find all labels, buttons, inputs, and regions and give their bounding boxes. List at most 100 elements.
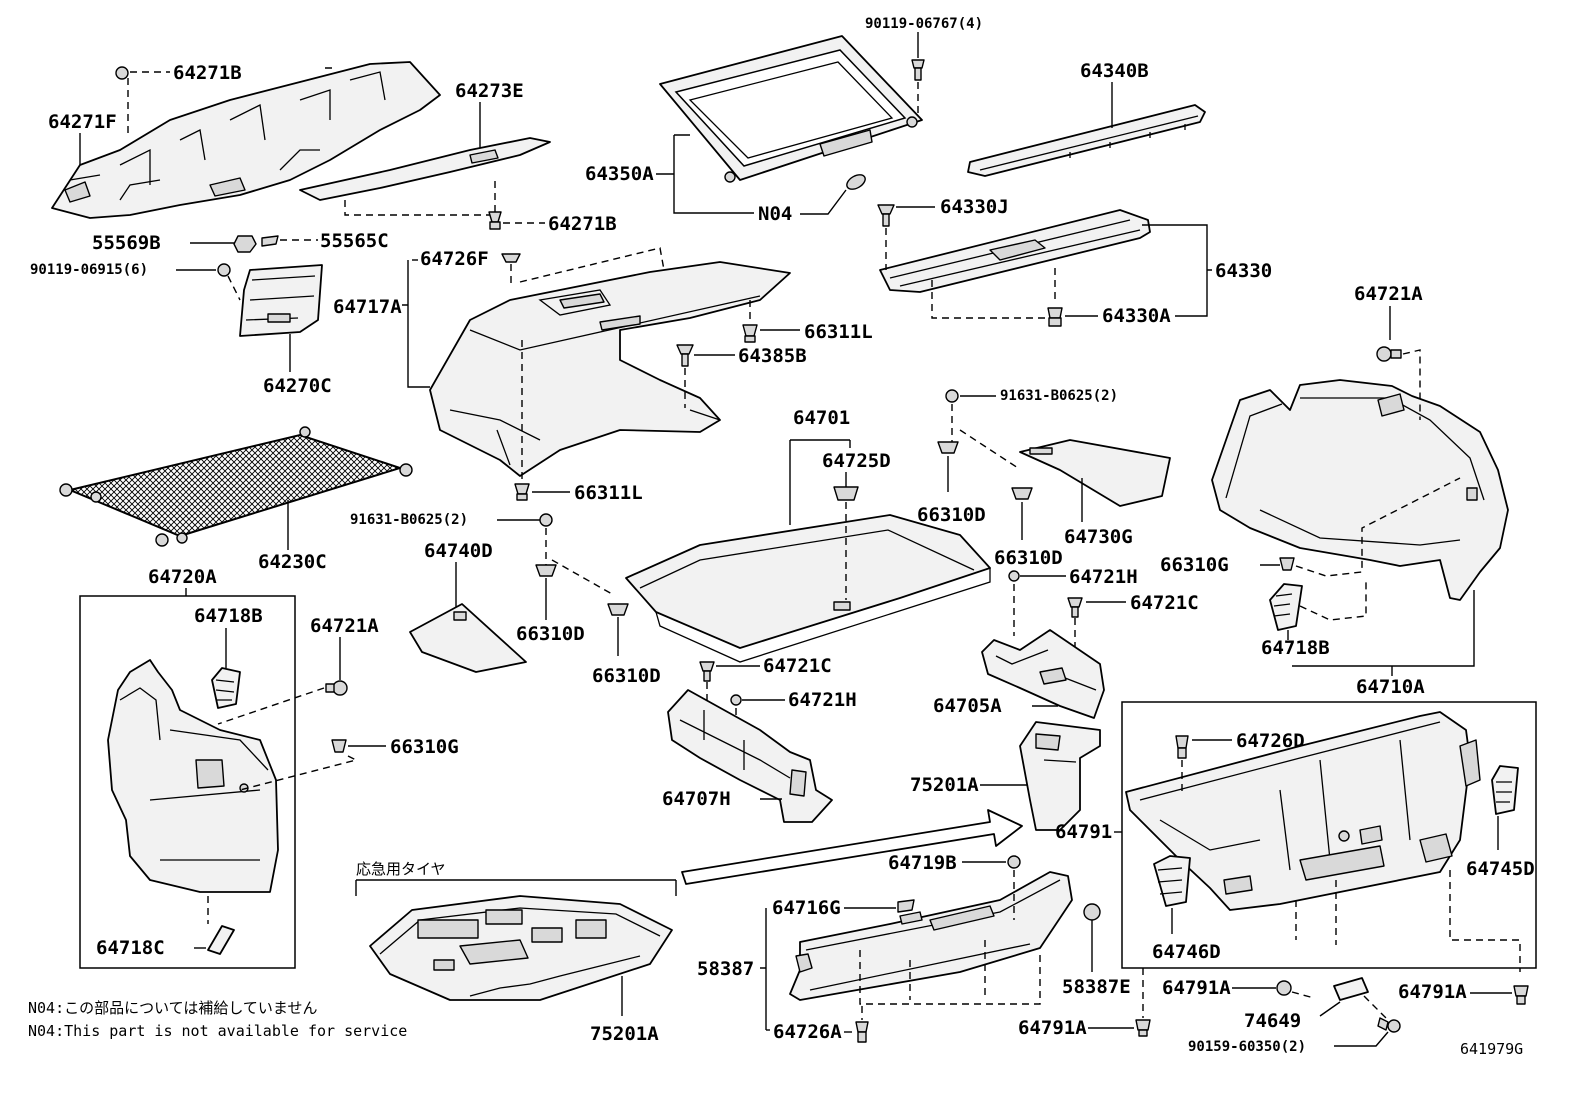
part-64271F-drawing xyxy=(51,61,441,219)
label-91631-B0625-a: 91631-B0625(2) xyxy=(350,512,468,528)
label-66310D-b: 66310D xyxy=(592,665,661,687)
part-64746D-drawing xyxy=(1153,855,1191,907)
label-55565C: 55565C xyxy=(320,230,389,252)
label-64707H: 64707H xyxy=(662,788,731,810)
part-64270C-drawing xyxy=(239,264,323,337)
clip-64791A-c-icon xyxy=(1135,1019,1151,1037)
clip-66311L-b-icon xyxy=(514,483,530,501)
label-64726D: 64726D xyxy=(1236,730,1305,752)
label-spare-tire: 応急用タイヤ xyxy=(356,860,446,878)
label-64270C: 64270C xyxy=(263,375,332,397)
label-64721H-b: 64721H xyxy=(788,689,857,711)
label-66310D-d: 66310D xyxy=(994,547,1063,569)
label-64725D: 64725D xyxy=(822,450,891,472)
label-64718B-left: 64718B xyxy=(194,605,263,627)
label-64719B: 64719B xyxy=(888,852,957,874)
label-66311L-a: 66311L xyxy=(804,321,873,343)
label-64271B-top: 64271B xyxy=(173,62,242,84)
clip-64726F-icon xyxy=(501,253,521,263)
part-64718B-right-drawing xyxy=(1269,583,1303,631)
clip-64721C-a-icon xyxy=(1067,597,1083,618)
part-64710A-drawing xyxy=(1211,379,1509,601)
label-64721C-a: 64721C xyxy=(1130,592,1199,614)
part-64350A-frame-drawing xyxy=(659,35,923,183)
part-64718C-drawing xyxy=(207,925,235,955)
label-75201A-b: 75201A xyxy=(590,1023,659,1045)
part-64718B-left-drawing xyxy=(211,667,241,709)
label-90159-60350: 90159-60350(2) xyxy=(1188,1039,1306,1055)
label-64721A-right: 64721A xyxy=(1354,283,1423,305)
label-64791: 64791 xyxy=(1055,821,1112,843)
label-66310D-c: 66310D xyxy=(917,504,986,526)
clip-64716G-icon xyxy=(897,899,915,913)
label-64705A: 64705A xyxy=(933,695,1002,717)
label-74649: 74649 xyxy=(1244,1010,1301,1032)
label-64230C: 64230C xyxy=(258,551,327,573)
part-64745D-drawing xyxy=(1491,765,1519,815)
clip-55565C-icon xyxy=(261,235,279,247)
clip-64385B-icon xyxy=(676,344,694,367)
clip-64721A-left-icon xyxy=(325,680,348,696)
label-90119-06915: 90119-06915(6) xyxy=(30,262,148,278)
screw-91631-B0625-a-icon xyxy=(539,513,553,527)
label-64350A: 64350A xyxy=(585,163,654,185)
grommet-55569B-icon xyxy=(233,235,257,253)
clip-64719B-icon xyxy=(1007,855,1021,869)
part-64701-mat-drawing xyxy=(625,514,991,663)
label-64720A: 64720A xyxy=(148,566,217,588)
label-64716G: 64716G xyxy=(772,897,841,919)
label-64726A: 64726A xyxy=(773,1021,842,1043)
label-64740D: 64740D xyxy=(424,540,493,562)
part-64707H-drawing xyxy=(667,689,833,823)
part-64791-drawing xyxy=(1125,711,1481,911)
label-64718B-right: 64718B xyxy=(1261,637,1330,659)
label-64726F: 64726F xyxy=(420,248,489,270)
label-64791A-b: 64791A xyxy=(1398,981,1467,1003)
clip-64271B-top-icon xyxy=(115,66,129,80)
part-64717A-drawing xyxy=(429,261,791,477)
part-64340B-drawing xyxy=(967,104,1206,177)
label-66311L-b: 66311L xyxy=(574,482,643,504)
label-64791A-c: 64791A xyxy=(1018,1017,1087,1039)
clip-64271B-bottom-icon xyxy=(488,211,502,230)
arrow-spare-tire-icon xyxy=(681,809,1023,885)
label-N04: N04 xyxy=(758,203,792,225)
label-64271F: 64271F xyxy=(48,111,117,133)
part-75201A-cover-drawing xyxy=(1019,721,1101,831)
clip-66310G-right-icon xyxy=(1279,557,1295,571)
label-64791A-a: 64791A xyxy=(1162,977,1231,999)
label-64718C: 64718C xyxy=(96,937,165,959)
clip-64330J-icon xyxy=(877,204,895,227)
label-64330A: 64330A xyxy=(1102,305,1171,327)
label-91631-B0625-b: 91631-B0625(2) xyxy=(1000,388,1118,404)
label-66310G-right: 66310G xyxy=(1160,554,1229,576)
label-64721H-a: 64721H xyxy=(1069,566,1138,588)
clip-66310G-left-icon xyxy=(331,739,347,753)
label-64717A: 64717A xyxy=(333,296,402,318)
screw-90119-06915-icon xyxy=(217,263,231,277)
label-64721C-b: 64721C xyxy=(763,655,832,677)
label-66310G-left: 66310G xyxy=(390,736,459,758)
clip-64726A-icon xyxy=(855,1021,869,1043)
part-64330-drawing xyxy=(879,209,1151,293)
clip-66310D-b-icon xyxy=(607,603,629,616)
part-64720A-drawing xyxy=(107,659,279,893)
group-box-64791 xyxy=(1121,701,1537,969)
label-64273E: 64273E xyxy=(455,80,524,102)
clip-66311L-a-icon xyxy=(742,324,758,343)
label-64710A: 64710A xyxy=(1356,676,1425,698)
part-64730G-drawing xyxy=(1019,439,1171,507)
note-ja: N04:この部品については補給していません xyxy=(28,999,317,1017)
clip-58387E-icon xyxy=(1083,903,1101,921)
label-64721A-left: 64721A xyxy=(310,615,379,637)
clip-64721H-a-icon xyxy=(1008,570,1020,582)
label-58387E: 58387E xyxy=(1062,976,1131,998)
clip-64330A-icon xyxy=(1047,307,1063,327)
part-64273E-drawing xyxy=(299,137,551,201)
part-74649-drawing xyxy=(1333,977,1369,1001)
bulb-N04-icon xyxy=(846,174,866,190)
clip-66310D-a-icon xyxy=(535,564,557,577)
part-64705A-drawing xyxy=(981,629,1105,719)
label-64385B: 64385B xyxy=(738,345,807,367)
